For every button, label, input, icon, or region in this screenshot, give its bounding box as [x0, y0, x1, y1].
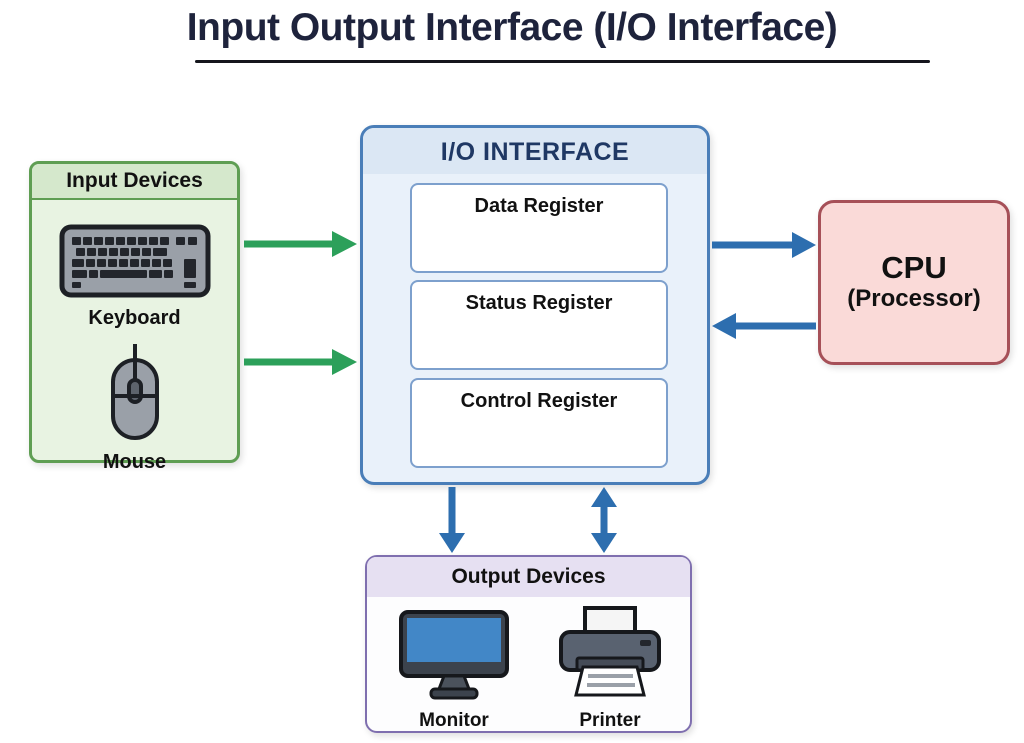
printer-icon	[554, 606, 666, 705]
mouse-device: Mouse	[32, 344, 237, 474]
keyboard-icon	[59, 224, 211, 302]
control-register-box: Control Register	[410, 378, 668, 468]
printer-label: Printer	[579, 710, 641, 731]
page-title: Input Output Interface (I/O Interface)	[186, 6, 838, 49]
mouse-icon	[104, 344, 166, 446]
output-devices-header: Output Devices	[367, 557, 690, 597]
arrow-cpu-to-io	[712, 313, 816, 344]
input-devices-header: Input Devices	[32, 164, 237, 200]
title-underline	[195, 60, 930, 63]
monitor-label: Monitor	[419, 710, 489, 731]
io-interface-box: I/O INTERFACE Data Register Status Regis…	[360, 125, 710, 485]
monitor-device: Monitor	[389, 609, 519, 732]
output-devices-box: Output Devices Monitor	[365, 555, 692, 733]
monitor-icon	[398, 610, 510, 705]
data-register-box: Data Register	[410, 183, 668, 273]
cpu-label: CPU	[881, 250, 947, 286]
arrow-io-output-bidirectional	[591, 487, 617, 558]
input-devices-box: Input Devices Keyboard	[29, 161, 240, 473]
arrow-io-to-cpu	[712, 232, 816, 263]
mouse-label: Mouse	[102, 451, 167, 473]
io-interface-header: I/O INTERFACE	[363, 128, 707, 174]
cpu-box: CPU (Processor)	[818, 200, 1010, 365]
status-register-box: Status Register	[410, 280, 668, 370]
keyboard-device: Keyboard	[32, 224, 237, 330]
cpu-sublabel: (Processor)	[847, 285, 981, 313]
arrow-input-to-io-mouse	[244, 349, 357, 380]
arrow-input-to-io-keyboard	[244, 231, 357, 262]
keyboard-label: Keyboard	[88, 307, 181, 329]
arrow-io-to-output	[439, 487, 465, 558]
printer-device: Printer	[545, 605, 675, 732]
